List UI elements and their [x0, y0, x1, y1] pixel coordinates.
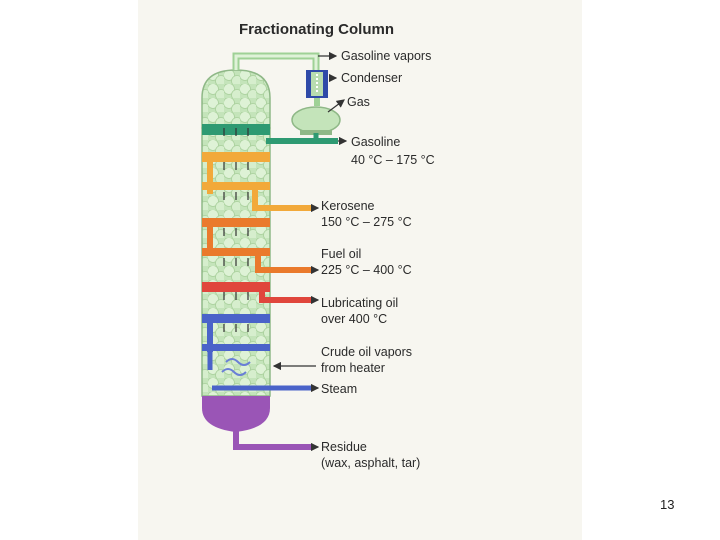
kerosene-band [202, 152, 312, 211]
column-body [201, 69, 271, 432]
label-lubricating-oil-temp: over 400 °C [321, 312, 388, 326]
label-kerosene: Kerosene [321, 199, 375, 213]
label-residue: Residue [321, 440, 367, 454]
label-lubricating-oil: Lubricating oil [321, 296, 399, 310]
label-crude-vapors: Crude oil vapors [321, 345, 413, 359]
vapor-line [232, 52, 320, 72]
label-gas: Gas [347, 95, 370, 109]
label-kerosene-temp: 150 °C – 275 °C [321, 215, 412, 229]
label-fuel-oil-temp: 225 °C – 400 °C [321, 263, 412, 277]
label-from-heater: from heater [321, 361, 385, 375]
label-fuel-oil: Fuel oil [321, 247, 362, 261]
label-gasoline-temp: 40 °C – 175 °C [351, 153, 435, 167]
label-gasoline-vapors: Gasoline vapors [341, 49, 432, 63]
label-residue-note: (wax, asphalt, tar) [321, 456, 421, 470]
fuel-oil-band [202, 218, 312, 273]
label-arrows [272, 51, 348, 452]
crude-band [202, 314, 312, 391]
residue-outlet [233, 430, 312, 450]
slide-page-number: 13 [660, 497, 675, 512]
lubricating-oil-band [202, 282, 312, 303]
label-condenser: Condenser [341, 71, 403, 85]
bubble-cap-trays [223, 128, 249, 332]
label-steam: Steam [321, 382, 358, 396]
diagram-title: Fractionating Column [239, 21, 394, 38]
label-gasoline: Gasoline [351, 135, 401, 149]
condenser-unit [291, 70, 341, 135]
